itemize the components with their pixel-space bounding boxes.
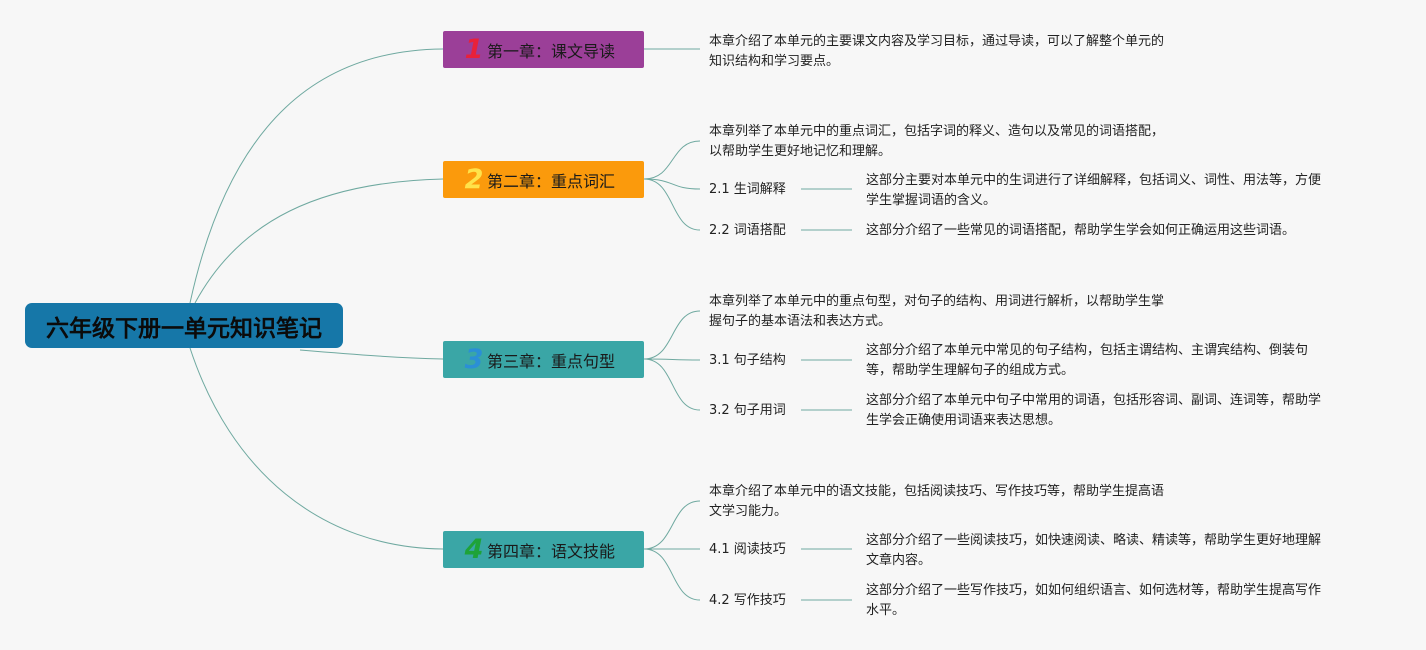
chapter-2-desc: 本章列举了本单元中的重点词汇，包括字词的释义、造句以及常见的词语搭配， 以帮助学… [709,124,1165,159]
ch3-branch-2-line [643,358,701,411]
chapter-number-2: 2 [464,164,484,195]
chapter-1-title: 第一章：课文导读 [487,41,616,61]
subtopic-2-2-desc: 这部分介绍了一些常见的词语搭配，帮助学生学会如何正确运用这些词语。 [866,223,1296,238]
root-title: 六年级下册一单元知识笔记 [46,315,322,342]
chapter-1-desc: 本章介绍了本单元的主要课文内容及学习目标，通过导读，可以了解整个单元的 知识结构… [709,34,1165,69]
chapter-2-title: 第二章：重点词汇 [487,171,616,191]
root-topic[interactable]: 六年级下册一单元知识笔记 [25,303,343,348]
subtopic-4-2[interactable]: 4.2 写作技巧 [709,593,786,608]
chapter-4-desc: 本章介绍了本单元中的语文技能，包括阅读技巧、写作技巧等，帮助学生提高语 文学习能… [709,484,1165,519]
subtopic-2-1[interactable]: 2.1 生词解释 [709,182,786,197]
chapter-number-3: 3 [464,344,484,375]
root-to-ch2-line [194,178,444,304]
chapter-number-4: 4 [464,534,484,565]
chapter-2-node[interactable]: 2 第二章：重点词汇 [443,161,644,198]
chapter-1-node[interactable]: 1 第一章：课文导读 [443,31,644,68]
subtopic-3-1-desc: 这部分介绍了本单元中常见的句子结构，包括主谓结构、主谓宾结构、倒装句 等，帮助学… [866,343,1309,378]
chapter-3-desc: 本章列举了本单元中的重点句型，对句子的结构、用词进行解析，以帮助学生掌 握句子的… [709,294,1165,329]
subtopic-3-2-desc: 这部分介绍了本单元中句子中常用的词语，包括形容词、副词、连词等，帮助学 生学会正… [866,393,1322,428]
subtopic-2-2[interactable]: 2.2 词语搭配 [709,223,786,238]
root-to-ch4-line [189,347,444,550]
ch2-branch-1-line [643,178,701,190]
subtopic-3-1[interactable]: 3.1 句子结构 [709,353,786,368]
ch3-branch-1-line [643,358,701,361]
root-to-ch3-line [299,349,444,360]
ch4-branch-2-line [643,548,701,601]
chapter-3-node[interactable]: 3 第三章：重点句型 [443,341,644,378]
subtopic-4-2-desc: 这部分介绍了一些写作技巧，如如何组织语言、如何选材等，帮助学生提高写作 水平。 [866,583,1322,618]
chapter-4-title: 第四章：语文技能 [487,541,616,561]
subtopic-2-1-desc: 这部分主要对本单元中的生词进行了详细解释，包括词义、词性、用法等，方便 学生掌握… [866,173,1322,208]
ch4-branch-0-line [643,500,701,550]
chapter-number-1: 1 [464,34,484,65]
subtopic-4-1[interactable]: 4.1 阅读技巧 [709,542,786,557]
ch2-branch-2-line [643,178,701,231]
ch2-branch-0-line [643,140,701,180]
ch3-branch-0-line [643,310,701,360]
chapter-4-node[interactable]: 4 第四章：语文技能 [443,531,644,568]
subtopic-3-2[interactable]: 3.2 句子用词 [709,403,786,418]
root-to-ch1-line [189,48,444,304]
chapter-3-title: 第三章：重点句型 [487,351,616,371]
subtopic-4-1-desc: 这部分介绍了一些阅读技巧，如快速阅读、略读、精读等，帮助学生更好地理解 文章内容… [866,533,1322,568]
